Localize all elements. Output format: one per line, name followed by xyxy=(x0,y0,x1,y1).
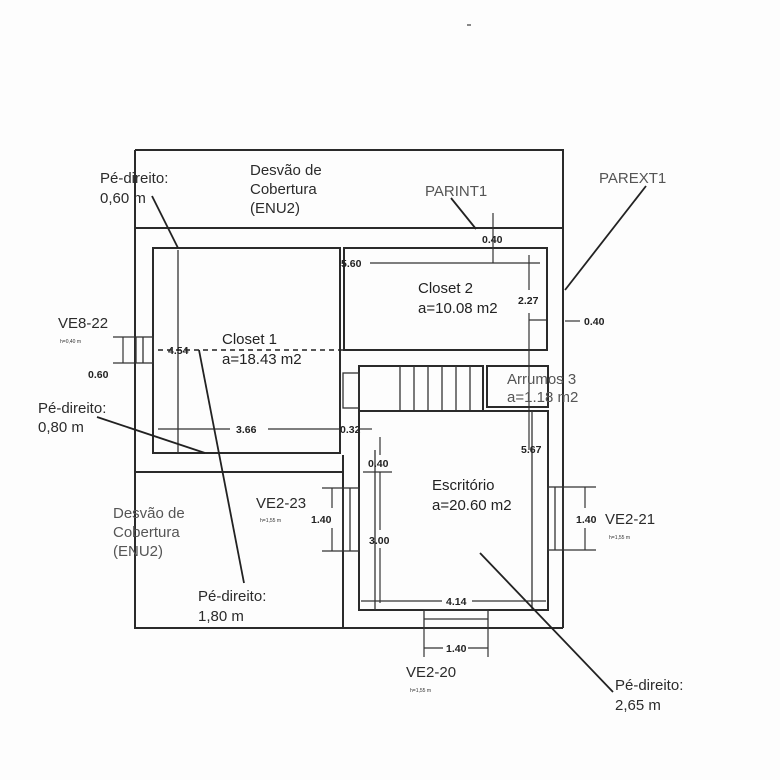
ceiling-value: 0,60 m xyxy=(100,190,146,207)
parext-label: PAREXT1 xyxy=(599,170,666,187)
ceiling-label: Pé-direito: xyxy=(198,588,266,605)
attic-bottom-label: Desvão de Cobertura (ENU2) xyxy=(113,505,185,560)
window-height: h=1,55 m xyxy=(410,688,431,694)
staircase xyxy=(342,365,484,412)
window-frame xyxy=(342,487,360,552)
window-width: 1.40 xyxy=(311,514,332,526)
dim-closet1-depth: 4.54 xyxy=(168,345,189,357)
ceiling-value: 1,80 m xyxy=(198,608,244,625)
ceiling-height-bottom-left: Pé-direito: 1,80 m xyxy=(198,349,266,625)
ceiling-label: Pé-direito: xyxy=(38,400,106,417)
dim-closet2-depth: 2.27 xyxy=(518,295,539,307)
dim-escritorio-width: 4.14 xyxy=(446,596,467,608)
ceiling-label: Pé-direito: xyxy=(615,677,683,694)
dim-escritorio-depth-left: 3.00 xyxy=(369,535,390,547)
dim-closet2-left: 5.60 xyxy=(341,258,362,270)
ceiling-height-left: Pé-direito: 0,80 m xyxy=(38,400,206,454)
window-ve2-21: 1.40 VE2-21 h=1,55 m xyxy=(547,486,655,551)
closet-1-room: Closet 1 a=18.43 m2 3.66 4.54 0.32 xyxy=(152,247,372,454)
escritorio-name: Escritório xyxy=(432,477,495,494)
dim-escritorio-wall: 0.40 xyxy=(368,458,389,470)
ceiling-label: Pé-direito: xyxy=(100,170,168,187)
arrumos-3-walls xyxy=(486,365,549,408)
arrumos-3-area: a=1.18 m2 xyxy=(507,389,578,406)
ceiling-value: 2,65 m xyxy=(615,697,661,714)
closet-1-area: a=18.43 m2 xyxy=(222,351,302,368)
window-label: VE2-21 xyxy=(605,511,655,528)
escritorio-room: 0.40 3.00 5.67 4.14 Escritório a=20.60 m… xyxy=(358,410,549,611)
window-height: h=1,55 m xyxy=(260,518,281,524)
ceiling-value: 0,80 m xyxy=(38,419,84,436)
parint-label: PARINT1 xyxy=(425,183,487,200)
window-height: h=1,55 m xyxy=(609,535,630,541)
window-width: 1.40 xyxy=(576,514,597,526)
window-width: 1.40 xyxy=(446,643,467,655)
window-label: VE8-22 xyxy=(58,315,108,332)
closet-2-name: Closet 2 xyxy=(418,280,473,297)
wall-tag-interior: PARINT1 xyxy=(425,183,487,230)
leader-line xyxy=(96,416,206,454)
window-frame xyxy=(135,336,154,364)
arrumos-3-name: Arrumos 3 xyxy=(507,371,576,388)
closet-2-walls xyxy=(343,247,548,351)
closet-1-name: Closet 1 xyxy=(222,331,277,348)
closet-2-area: a=10.08 m2 xyxy=(418,300,498,317)
window-height: h=0,40 m xyxy=(60,339,81,345)
lower-attic-outline xyxy=(134,472,343,629)
stair-outline xyxy=(358,365,484,412)
attic-line2: Cobertura xyxy=(250,181,317,198)
leader-line xyxy=(564,185,647,291)
closet-2-room: 5.60 0.40 2.27 Closet 2 a=10.08 m2 0.40 xyxy=(341,213,605,450)
window-label: VE2-20 xyxy=(406,664,456,681)
arrumos-3-room: Arrumos 3 a=1.18 m2 xyxy=(486,365,578,408)
leader-line xyxy=(198,349,245,584)
outer-walls xyxy=(134,149,564,629)
speck-mark xyxy=(467,24,471,26)
leader-line xyxy=(450,197,477,230)
wall-tag-exterior: PAREXT1 xyxy=(564,170,666,291)
dim-wall-gap: 0.32 xyxy=(340,424,361,436)
dim-closet1-width: 3.66 xyxy=(236,424,257,436)
attic-line1: Desvão de xyxy=(250,162,322,179)
window-ve2-23: VE2-23 h=1,55 m 1.40 xyxy=(256,487,360,552)
attic-line3: (ENU2) xyxy=(113,543,163,560)
escritorio-area: a=20.60 m2 xyxy=(432,497,512,514)
attic-line2: Cobertura xyxy=(113,524,180,541)
window-ve8-22: VE8-22 h=0,40 m 0.60 xyxy=(58,315,154,381)
dim-ext-wall: 0.40 xyxy=(584,316,605,328)
ceiling-height-top-left: Pé-direito: 0,60 m xyxy=(100,170,179,249)
leader-line xyxy=(151,195,179,249)
window-label: VE2-23 xyxy=(256,495,306,512)
attic-line1: Desvão de xyxy=(113,505,185,522)
stair-landing xyxy=(342,372,360,409)
attic-line3: (ENU2) xyxy=(250,200,300,217)
dim-escritorio-depth-right: 5.67 xyxy=(521,444,542,456)
dim-top-wall: 0.40 xyxy=(482,234,503,246)
window-ve2-20: 1.40 VE2-20 h=1,55 m xyxy=(406,609,489,694)
window-width: 0.60 xyxy=(88,369,109,381)
ceiling-height-bottom-right: Pé-direito: 2,65 m xyxy=(479,552,683,714)
attic-top-label: Desvão de Cobertura (ENU2) xyxy=(250,162,322,217)
leader-line xyxy=(479,552,614,693)
